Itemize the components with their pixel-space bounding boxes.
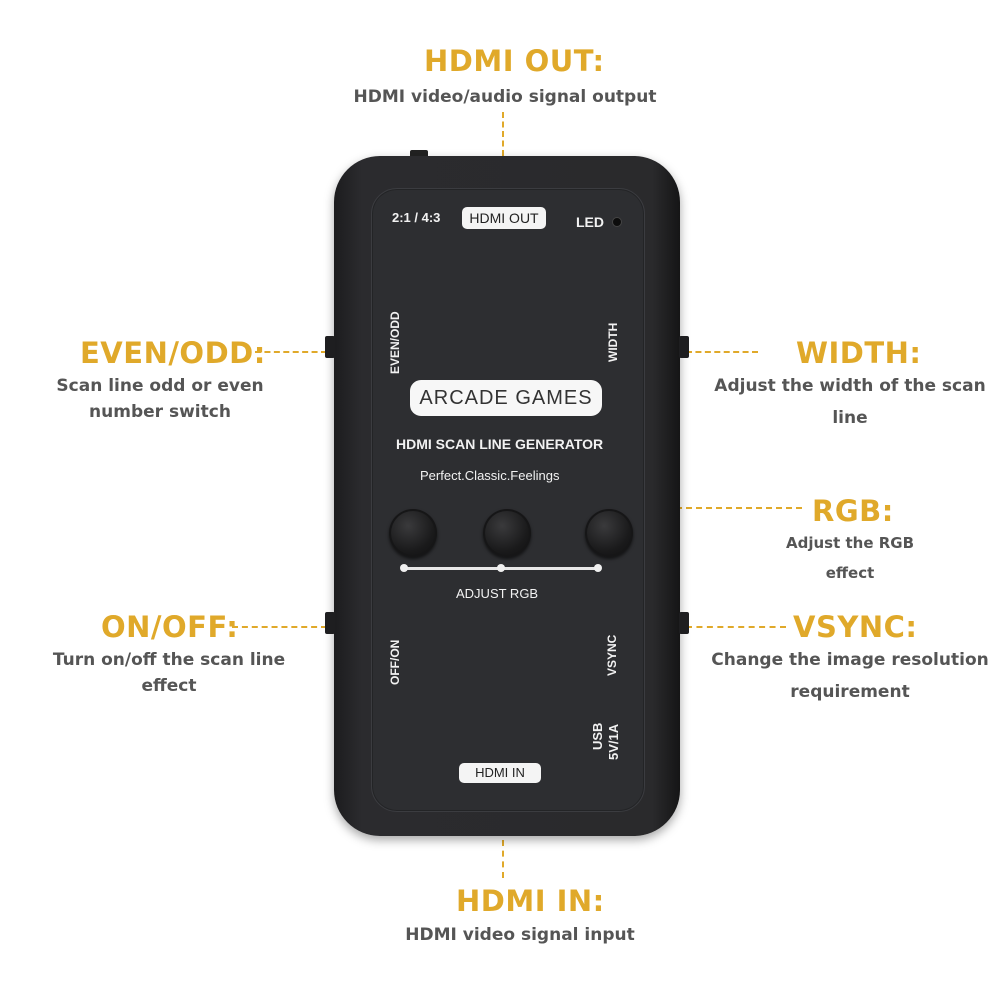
hdmi-out-port-label: HDMI OUT	[462, 207, 546, 229]
device-faceplate	[371, 188, 645, 812]
vsync-title: VSYNC:	[793, 610, 918, 644]
ratio-label: 2:1 / 4:3	[392, 210, 441, 225]
vsync-leader	[686, 626, 786, 628]
green-knob[interactable]	[483, 509, 531, 557]
vsync-desc-line2: requirement	[790, 682, 910, 702]
on-off-leader	[232, 626, 327, 628]
rgb-desc: Adjust the RGB effect	[785, 534, 915, 582]
even-odd-desc-line2: number switch	[89, 402, 231, 422]
adjust-rgb-label: ADJUST RGB	[456, 586, 539, 601]
hdmi-out-leader	[502, 112, 504, 156]
rgb-dot-right	[594, 564, 602, 572]
width-desc-line1: Adjust the width of the scan	[714, 376, 986, 396]
on-off-title: ON/OFF:	[101, 610, 239, 644]
on-off-desc-line1: Turn on/off the scan line	[52, 650, 286, 670]
even-odd-label: EVEN/ODD	[388, 311, 402, 374]
on-off-desc-line2: effect	[141, 676, 197, 696]
width-leader	[686, 351, 758, 353]
rgb-dot-left	[400, 564, 408, 572]
width-label: WIDTH	[606, 322, 620, 362]
tagline: Perfect.Classic.Feelings	[420, 468, 560, 483]
vsync-switch	[679, 612, 689, 634]
even-odd-leader	[255, 351, 327, 353]
hdmi-in-port-label: HDMI IN	[459, 763, 541, 783]
usb-label-line1: USB	[590, 722, 605, 750]
blue-knob[interactable]	[585, 509, 633, 557]
width-desc-line2: line	[832, 408, 868, 428]
even-odd-desc-line1: Scan line odd or even	[56, 376, 264, 396]
led-label: LED	[576, 214, 604, 230]
off-on-label: OFF/ON	[388, 639, 402, 685]
rgb-title: RGB:	[812, 494, 894, 528]
vsync-desc-line1: Change the image resolution	[711, 650, 989, 670]
rgb-dot-mid	[497, 564, 505, 572]
brand-badge: ARCADE GAMES	[410, 380, 602, 416]
even-odd-switch	[325, 336, 335, 358]
hdmi-out-desc: HDMI video/audio signal output	[353, 87, 657, 107]
hdmi-out-title: HDMI OUT:	[424, 44, 605, 78]
vsync-label: VSYNC	[605, 634, 619, 676]
hdmi-in-title: HDMI IN:	[456, 884, 605, 918]
even-odd-title: EVEN/ODD:	[80, 336, 266, 370]
width-switch	[679, 336, 689, 358]
on-off-switch	[325, 612, 335, 634]
usb-label-line2: 5V/1A	[606, 723, 621, 760]
led-indicator	[612, 217, 622, 227]
top-switch	[410, 150, 428, 158]
hdmi-in-leader	[502, 840, 504, 878]
red-knob[interactable]	[389, 509, 437, 557]
width-title: WIDTH:	[796, 336, 922, 370]
product-name: HDMI SCAN LINE GENERATOR	[396, 436, 604, 452]
hdmi-in-desc: HDMI video signal input	[405, 925, 635, 945]
